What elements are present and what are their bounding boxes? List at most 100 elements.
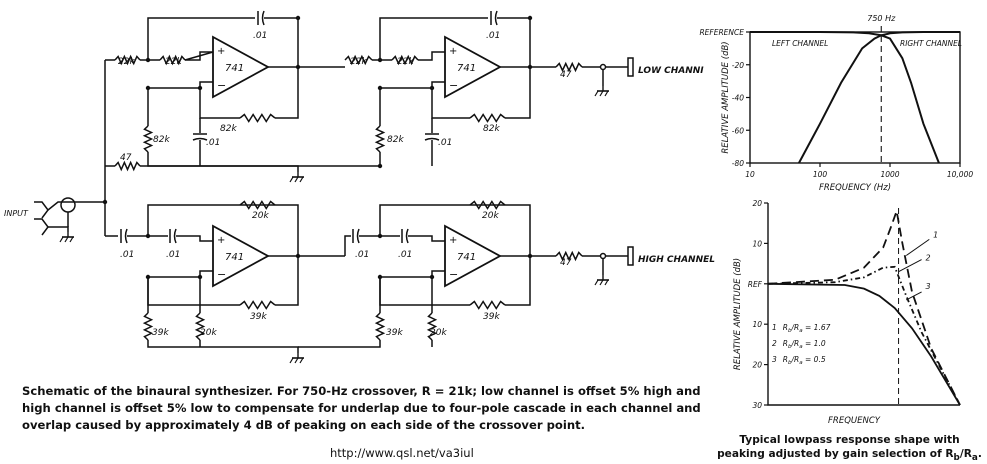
wire [379,204,531,256]
resistor-label: 39k [386,328,403,338]
junction-dot [145,233,151,239]
wire [408,235,445,242]
resistor-label: 82k [387,135,404,145]
resistor-label: 39k [250,312,267,322]
opamp-label: 741 [225,252,244,263]
junction-dot [295,64,301,70]
junction-dot [527,253,533,259]
resistor [239,113,276,123]
subscript-b: b [953,453,960,464]
wire [147,17,255,60]
label-leader [905,238,930,256]
series-label-3: 3 [925,282,930,291]
y-tick-label: 10 [752,239,762,248]
junction-dot [377,233,383,239]
resistor [469,300,506,310]
resistor-label: 22k [350,57,367,67]
label-leader [906,291,922,301]
y-tick-label: 10 [752,320,762,329]
capacitor [405,228,409,244]
junction-dot [527,64,533,70]
resistor [194,312,206,341]
junction-dot [377,163,383,169]
junction-dot [295,253,301,259]
label-leader [898,259,922,273]
opamp-label: 741 [457,252,476,263]
capacitor-label: .01 [206,138,220,148]
y-tick-label: -60 [732,126,744,135]
wire [184,51,214,61]
wire [147,204,299,256]
capacitor [424,137,440,141]
wire [505,256,531,306]
wire [176,235,213,242]
wire [298,340,381,348]
resistor [374,125,386,153]
y-tick-label: 30 [752,401,762,410]
y-tick-label: REFERENCE [699,28,744,37]
y-tick-label: 20 [752,361,762,370]
junction-dot [197,274,203,280]
resistor-label: 82k [153,135,170,145]
low-channel-label: LOW CHANNI [638,66,704,76]
capacitor-label: .01 [166,250,180,260]
junction-dot [295,15,301,21]
wire [505,67,531,119]
input-jack [34,201,49,219]
wire [275,67,299,119]
capacitor [192,137,208,141]
wire [185,51,213,61]
resistor [239,300,276,310]
resistor [239,200,276,210]
plot-axes [767,203,960,406]
capacitor [173,228,177,244]
x-tick-label: 1000 [880,170,899,179]
opamp-label: 741 [225,63,244,74]
wire [148,270,213,278]
resistor [555,61,583,73]
resistor [426,312,438,341]
x-tick-label: 10 [745,170,755,179]
resistor-label: 20k [252,211,269,221]
junction-dot [377,274,383,280]
capacitor [494,10,498,26]
wire [380,81,445,89]
capacitor-label: .01 [486,31,500,41]
chart-caption-line1: Typical lowpass response shape with [739,434,960,446]
schematic-caption: Schematic of the binaural synthesizer. F… [22,384,701,432]
resistor-label: 22k [165,57,182,67]
wire [47,201,105,211]
capacitor [261,10,265,26]
junction-dot [429,85,435,91]
series-line-2 [750,31,940,164]
wire [147,340,299,353]
resistor [391,54,419,66]
capacitor-label: .01 [438,138,452,148]
crossover-label: 750 Hz [867,14,896,23]
resistor [142,125,154,153]
resistor-label: 20k [200,328,217,338]
series-label-left: LEFT CHANNEL [772,39,828,48]
capacitor-label: .01 [120,250,134,260]
y-tick-label: -20 [732,61,744,70]
source-url[interactable]: http://www.qsl.net/va3iul [330,446,474,460]
output-jack [627,246,634,266]
capacitor-label: .01 [355,250,369,260]
wire [380,270,445,278]
opamp-label: 741 [457,63,476,74]
junction-dot [377,57,383,63]
resistor-label: 22k [397,57,414,67]
x-tick-label: 100 [813,170,828,179]
wire [148,81,213,89]
resistor [374,312,386,341]
chart-caption-line2: peaking adjusted by gain selection of R [717,448,954,460]
resistor-label: 22k [118,57,135,67]
wire [418,51,445,61]
series-line-2 [767,265,961,406]
